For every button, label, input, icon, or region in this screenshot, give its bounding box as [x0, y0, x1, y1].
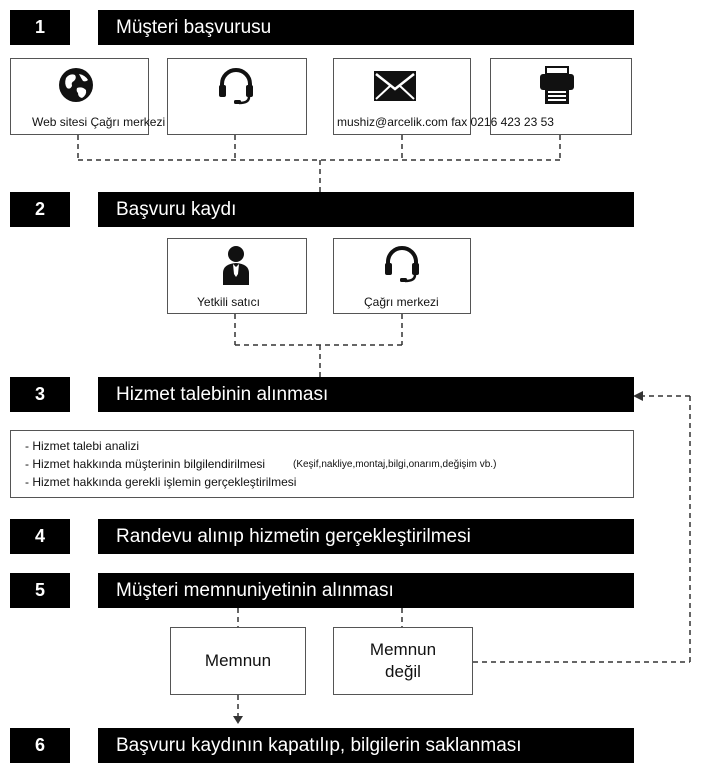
step-2-band: 2 Başvuru kaydı [10, 192, 634, 227]
globe-icon [59, 68, 93, 102]
channel-label-right: mushiz@arcelik.com fax 0216 423 23 53 [337, 115, 554, 129]
channel-label-left: Web sitesi Çağrı merkezi [32, 115, 166, 129]
step-number: 1 [34, 17, 45, 37]
step-6-band: 6 Başvuru kaydının kapatılıp, bilgilerin… [10, 728, 634, 763]
step-3-band: 3 Hizmet talebinin alınması [10, 377, 634, 412]
step-4-band: 4 Randevu alınıp hizmetin gerçekleştiril… [10, 519, 634, 554]
step-title: Başvuru kaydının kapatılıp, bilgilerin s… [116, 735, 522, 756]
step-number: 6 [34, 735, 45, 755]
satisfied-box: Memnun [170, 627, 306, 695]
step-title: Randevu alınıp hizmetin gerçekleştirilme… [116, 526, 471, 547]
step-number: 2 [34, 199, 45, 219]
headset-icon [385, 246, 419, 283]
step-title: Başvuru kaydı [116, 199, 237, 220]
detail-line-3: - Hizmet hakkında gerekli işlemin gerçek… [25, 475, 297, 489]
step-title: Müşteri memnuniyetinin alınması [116, 580, 394, 601]
envelope-icon [374, 71, 416, 101]
call-center-label: Çağrı merkezi [364, 295, 439, 309]
step-number: 5 [34, 580, 45, 600]
not-satisfied-box: Memnun değil [333, 627, 473, 695]
step-number: 4 [34, 526, 45, 546]
step-title: Müşteri başvurusu [116, 17, 272, 38]
detail-line-1: - Hizmet talebi analizi [25, 439, 140, 453]
service-request-details: - Hizmet talebi analizi - Hizmet hakkınd… [10, 430, 634, 498]
not-satisfied-label-line1: Memnun [369, 640, 437, 659]
step-number: 3 [34, 384, 45, 404]
satisfied-label: Memnun [204, 651, 272, 670]
step-title: Hizmet talebinin alınması [116, 384, 329, 405]
fax-icon [540, 66, 574, 104]
step-5-band: 5 Müşteri memnuniyetinin alınması [10, 573, 634, 608]
detail-line-2: - Hizmet hakkında müşterinin bilgilendir… [25, 457, 266, 471]
not-satisfied-label-line2: değil [385, 662, 421, 681]
dealer-label: Yetkili satıcı [197, 295, 260, 309]
person-icon [223, 246, 249, 285]
headset-icon [219, 68, 253, 105]
detail-line-2-note: (Keşif,nakliye,montaj,bilgi,onarım,değiş… [293, 459, 497, 470]
step-1-band: 1 Müşteri başvurusu [10, 10, 634, 45]
call-center-box [333, 238, 471, 314]
